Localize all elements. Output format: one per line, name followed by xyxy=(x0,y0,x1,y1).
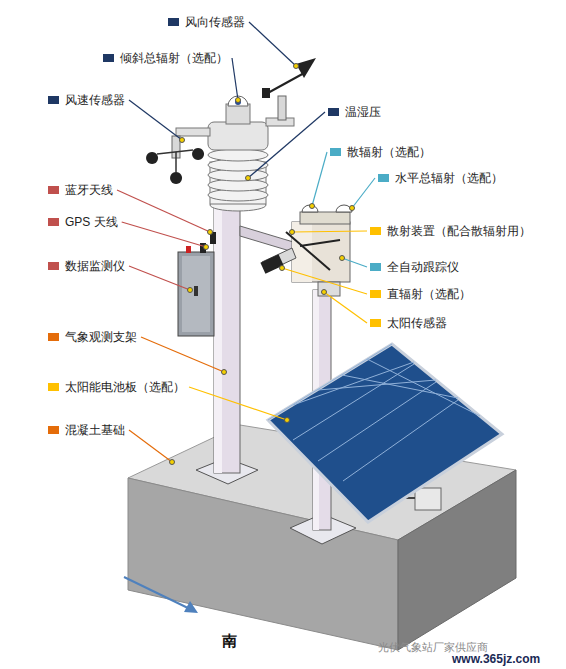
leader-line xyxy=(141,337,224,372)
label-marker xyxy=(370,263,381,271)
label-marker xyxy=(48,383,59,391)
part-label: 太阳传感器 xyxy=(387,316,447,330)
leader-dot xyxy=(170,460,175,465)
leader-line xyxy=(342,258,367,267)
label-marker xyxy=(370,290,381,298)
leader-dot xyxy=(340,256,345,261)
part-label: 混凝土基础 xyxy=(65,423,125,437)
label-marker xyxy=(378,174,389,182)
leader-dot xyxy=(246,176,251,181)
part-label: 水平总辐射（选配） xyxy=(395,171,503,185)
label-marker xyxy=(48,96,59,104)
leader-line xyxy=(292,231,367,232)
label-marker xyxy=(48,333,59,341)
leader-line xyxy=(117,190,210,232)
leader-dot xyxy=(280,266,285,271)
label-marker xyxy=(370,227,381,235)
part-label: 风向传感器 xyxy=(185,15,245,29)
label-marker xyxy=(330,148,341,156)
watermark: 光伏气象站厂家供应商 xyxy=(378,640,488,654)
leader-line xyxy=(129,100,182,140)
part-label: 散射装置（配合散辐射用） xyxy=(387,224,531,238)
label-marker xyxy=(328,108,339,116)
part-label: 太阳能电池板（选配） xyxy=(65,380,185,394)
leader-dot xyxy=(204,245,209,250)
label-marker xyxy=(48,218,59,226)
part-label: 散辐射（选配） xyxy=(347,145,431,159)
part-label: 蓝牙天线 xyxy=(65,183,113,197)
leader-dot xyxy=(236,98,241,103)
leader-line xyxy=(129,430,172,462)
leader-line xyxy=(189,387,287,420)
part-label: GPS 天线 xyxy=(65,215,118,229)
compass-label: 南 xyxy=(222,632,237,650)
part-label: 温湿压 xyxy=(345,105,381,119)
part-label: 倾斜总辐射（选配） xyxy=(120,51,228,65)
leader-line xyxy=(324,292,367,323)
leader-dot xyxy=(290,230,295,235)
leader-dot xyxy=(188,288,193,293)
part-label: 全自动跟踪仪 xyxy=(387,260,459,274)
leader-line xyxy=(282,268,367,294)
leader-line xyxy=(122,222,206,247)
leader-line xyxy=(129,266,190,290)
leader-line xyxy=(249,22,296,66)
label-marker xyxy=(168,18,179,26)
label-marker xyxy=(48,186,59,194)
leader-line xyxy=(312,152,327,206)
watermark-url: www.365jz.com xyxy=(452,652,540,667)
leader-dot xyxy=(350,206,355,211)
leader-line xyxy=(352,178,375,208)
label-marker xyxy=(103,54,114,62)
leader-dot xyxy=(285,418,290,423)
part-label: 气象观测支架 xyxy=(65,330,137,344)
leader-dot xyxy=(322,290,327,295)
label-marker xyxy=(370,319,381,327)
label-marker xyxy=(48,262,59,270)
leader-line xyxy=(232,58,238,100)
leader-dot xyxy=(310,204,315,209)
part-label: 直辐射（选配） xyxy=(387,287,471,301)
leader-dot xyxy=(180,138,185,143)
leader-line xyxy=(248,112,325,178)
part-label: 风速传感器 xyxy=(65,93,125,107)
label-marker xyxy=(48,426,59,434)
leader-dot xyxy=(222,370,227,375)
part-label: 数据监测仪 xyxy=(65,259,125,273)
leader-dot xyxy=(208,230,213,235)
leader-dot xyxy=(294,64,299,69)
